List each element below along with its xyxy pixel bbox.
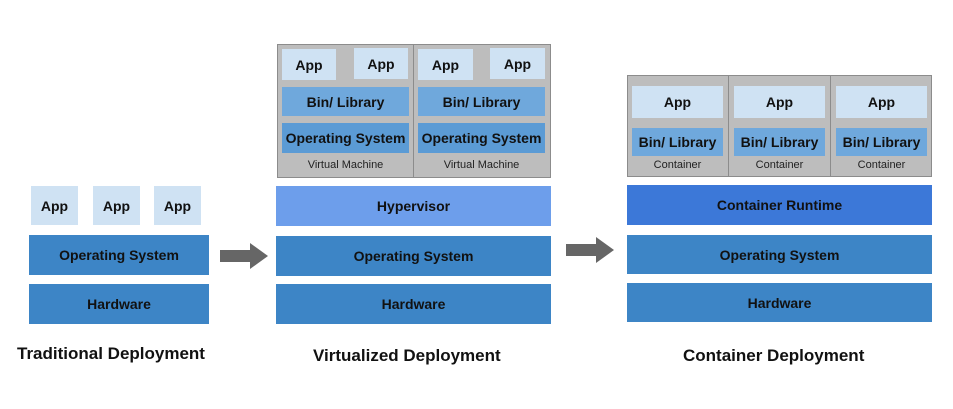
container-1-bin: Bin/ Library xyxy=(632,128,723,156)
arrow-right-icon xyxy=(220,243,268,269)
vm-1-app-2: App xyxy=(354,48,408,79)
container-1-label: Container xyxy=(653,159,702,171)
virtualized-caption: Virtualized Deployment xyxy=(313,346,501,365)
vm-1-app-1: App xyxy=(282,49,336,80)
vm-2-label: Virtual Machine xyxy=(443,159,520,171)
container-hardware: Hardware xyxy=(627,283,932,322)
virtualized-os: Operating System xyxy=(276,236,551,276)
vm-1-bin: Bin/ Library xyxy=(282,87,409,116)
vm-2-os: Operating System xyxy=(418,123,545,153)
container-3-bin: Bin/ Library xyxy=(836,128,927,156)
traditional-caption: Traditional Deployment xyxy=(17,344,205,363)
traditional-app-1: App xyxy=(31,186,78,225)
container-2-app: App xyxy=(734,86,825,118)
vm-2-app-1: App xyxy=(418,49,473,80)
vm-1-label: Virtual Machine xyxy=(307,159,384,171)
container-1-app: App xyxy=(632,86,723,118)
container-3-app: App xyxy=(836,86,927,118)
traditional-app-2: App xyxy=(93,186,140,225)
container-2-bin: Bin/ Library xyxy=(734,128,825,156)
container-3-label: Container xyxy=(857,159,906,171)
container-caption: Container Deployment xyxy=(683,346,865,365)
vm-2-app-2: App xyxy=(490,48,545,79)
hypervisor: Hypervisor xyxy=(276,186,551,226)
arrow-right-icon xyxy=(566,237,614,263)
virtualized-hardware: Hardware xyxy=(276,284,551,324)
traditional-app-3: App xyxy=(154,186,201,225)
traditional-hardware: Hardware xyxy=(29,284,209,324)
vm-1-os: Operating System xyxy=(282,123,409,153)
container-os: Operating System xyxy=(627,235,932,274)
vm-2-bin: Bin/ Library xyxy=(418,87,545,116)
traditional-os: Operating System xyxy=(29,235,209,275)
container-2-label: Container xyxy=(755,159,804,171)
container-runtime: Container Runtime xyxy=(627,185,932,225)
